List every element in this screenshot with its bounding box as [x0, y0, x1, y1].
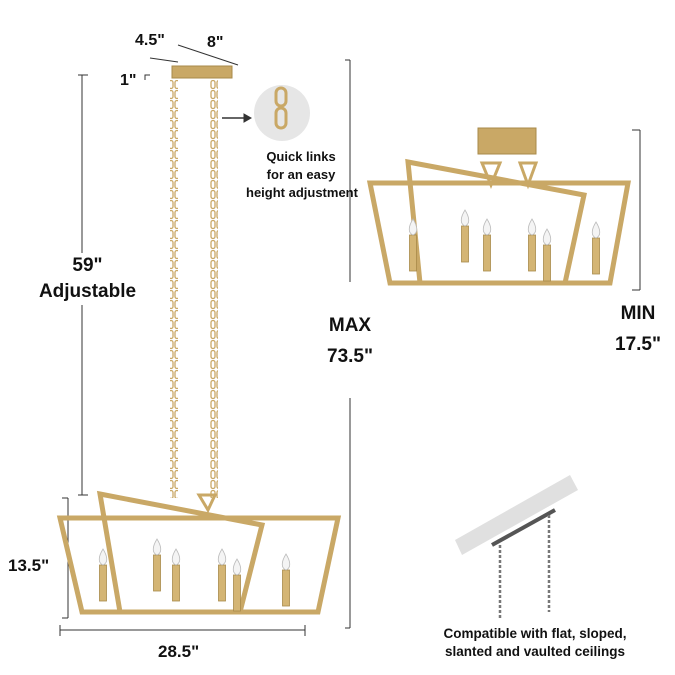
ceiling-compat-callout: Compatible with flat, sloped, slanted an…: [410, 625, 660, 661]
canopy-length-label: 8": [207, 34, 224, 51]
pendant-fixture-max: [56, 65, 342, 615]
chain-length-note: Adjustable: [38, 281, 137, 302]
flush-fixture-min: [366, 127, 631, 286]
min-value: 17.5": [615, 334, 661, 355]
sloped-ceiling-icon: [455, 475, 578, 620]
max-height-label: MAX 73.5": [310, 310, 390, 372]
min-height-label: MIN 17.5": [598, 298, 675, 360]
dimension-lines: [59, 44, 641, 636]
callout-line: for an easy: [266, 167, 336, 182]
min-label: MIN: [620, 303, 656, 324]
max-label: MAX: [328, 315, 372, 336]
fixture-height-label: 13.5": [8, 556, 50, 575]
callout-line: slanted and vaulted ceilings: [444, 644, 626, 659]
canopy-height-label: 1": [120, 72, 137, 89]
max-value: 73.5": [327, 346, 373, 367]
chain-length-value: 59": [72, 255, 103, 276]
chain-length-label: 59" Adjustable: [25, 253, 150, 305]
fixture-width-label: 28.5": [158, 642, 200, 661]
callout-line: Compatible with flat, sloped,: [443, 626, 627, 641]
canopy-width-label: 4.5": [135, 32, 165, 49]
callout-line: Quick links: [266, 149, 336, 164]
quick-link-detail: [254, 85, 310, 141]
callout-line: height adjustment: [246, 185, 358, 200]
quick-links-callout: Quick links for an easy height adjustmen…: [246, 148, 358, 202]
